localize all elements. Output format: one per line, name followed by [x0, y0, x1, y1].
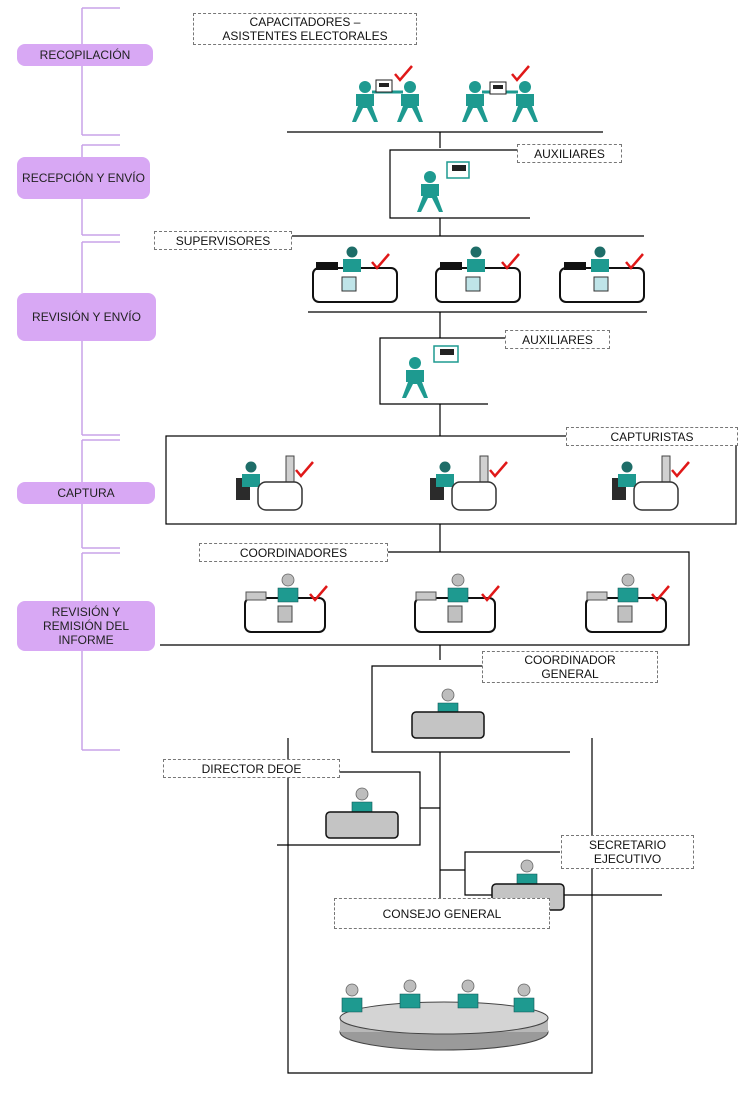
label-director-deoe: DIRECTOR DEOE — [163, 759, 340, 778]
label-coordinador-general: COORDINADOR GENERAL — [482, 651, 658, 683]
label-auxiliares-1: AUXILIARES — [517, 144, 622, 163]
capture-station-1 — [236, 455, 315, 511]
stage-captura: CAPTURA — [17, 482, 155, 504]
label-auxiliares-2: AUXILIARES — [505, 330, 610, 349]
stage-revision-envio: REVISIÓN Y ENVÍO — [17, 293, 156, 341]
connector-lines — [160, 131, 737, 1074]
label-capacitadores: CAPACITADORES – ASISTENTES ELECTORALES — [193, 13, 417, 45]
courier-figure-1 — [417, 161, 470, 212]
supervisor-desk-3 — [559, 246, 645, 303]
label-consejo-general: CONSEJO GENERAL — [334, 898, 550, 929]
label-supervisores: SUPERVISORES — [154, 231, 292, 250]
capture-station-3 — [612, 455, 691, 511]
coordinator-desk-1 — [244, 573, 329, 633]
capture-station-2 — [430, 455, 509, 511]
coordinator-desk-3 — [585, 573, 671, 633]
label-coordinadores: COORDINADORES — [199, 543, 388, 562]
stage-recopilacion: RECOPILACIÓN — [17, 44, 153, 66]
coordinator-desk-2 — [414, 573, 501, 633]
label-secretario-ejecutivo: SECRETARIO EJECUTIVO — [561, 835, 694, 869]
stage-brackets — [81, 7, 120, 751]
stage-recepcion-envio: RECEPCIÓN Y ENVÍO — [17, 157, 150, 199]
handoff-figure-1 — [352, 64, 423, 122]
supervisor-desk-2 — [435, 246, 521, 303]
label-capturistas: CAPTURISTAS — [566, 427, 738, 446]
general-coordinator-desk — [411, 688, 485, 739]
council-table — [339, 979, 549, 1051]
stage-revision-remision: REVISIÓN Y REMISIÓN DEL INFORME — [17, 601, 155, 651]
courier-figure-2 — [402, 345, 459, 398]
director-desk — [325, 787, 399, 839]
handoff-figure-2 — [462, 64, 538, 122]
supervisor-desk-1 — [312, 246, 398, 303]
